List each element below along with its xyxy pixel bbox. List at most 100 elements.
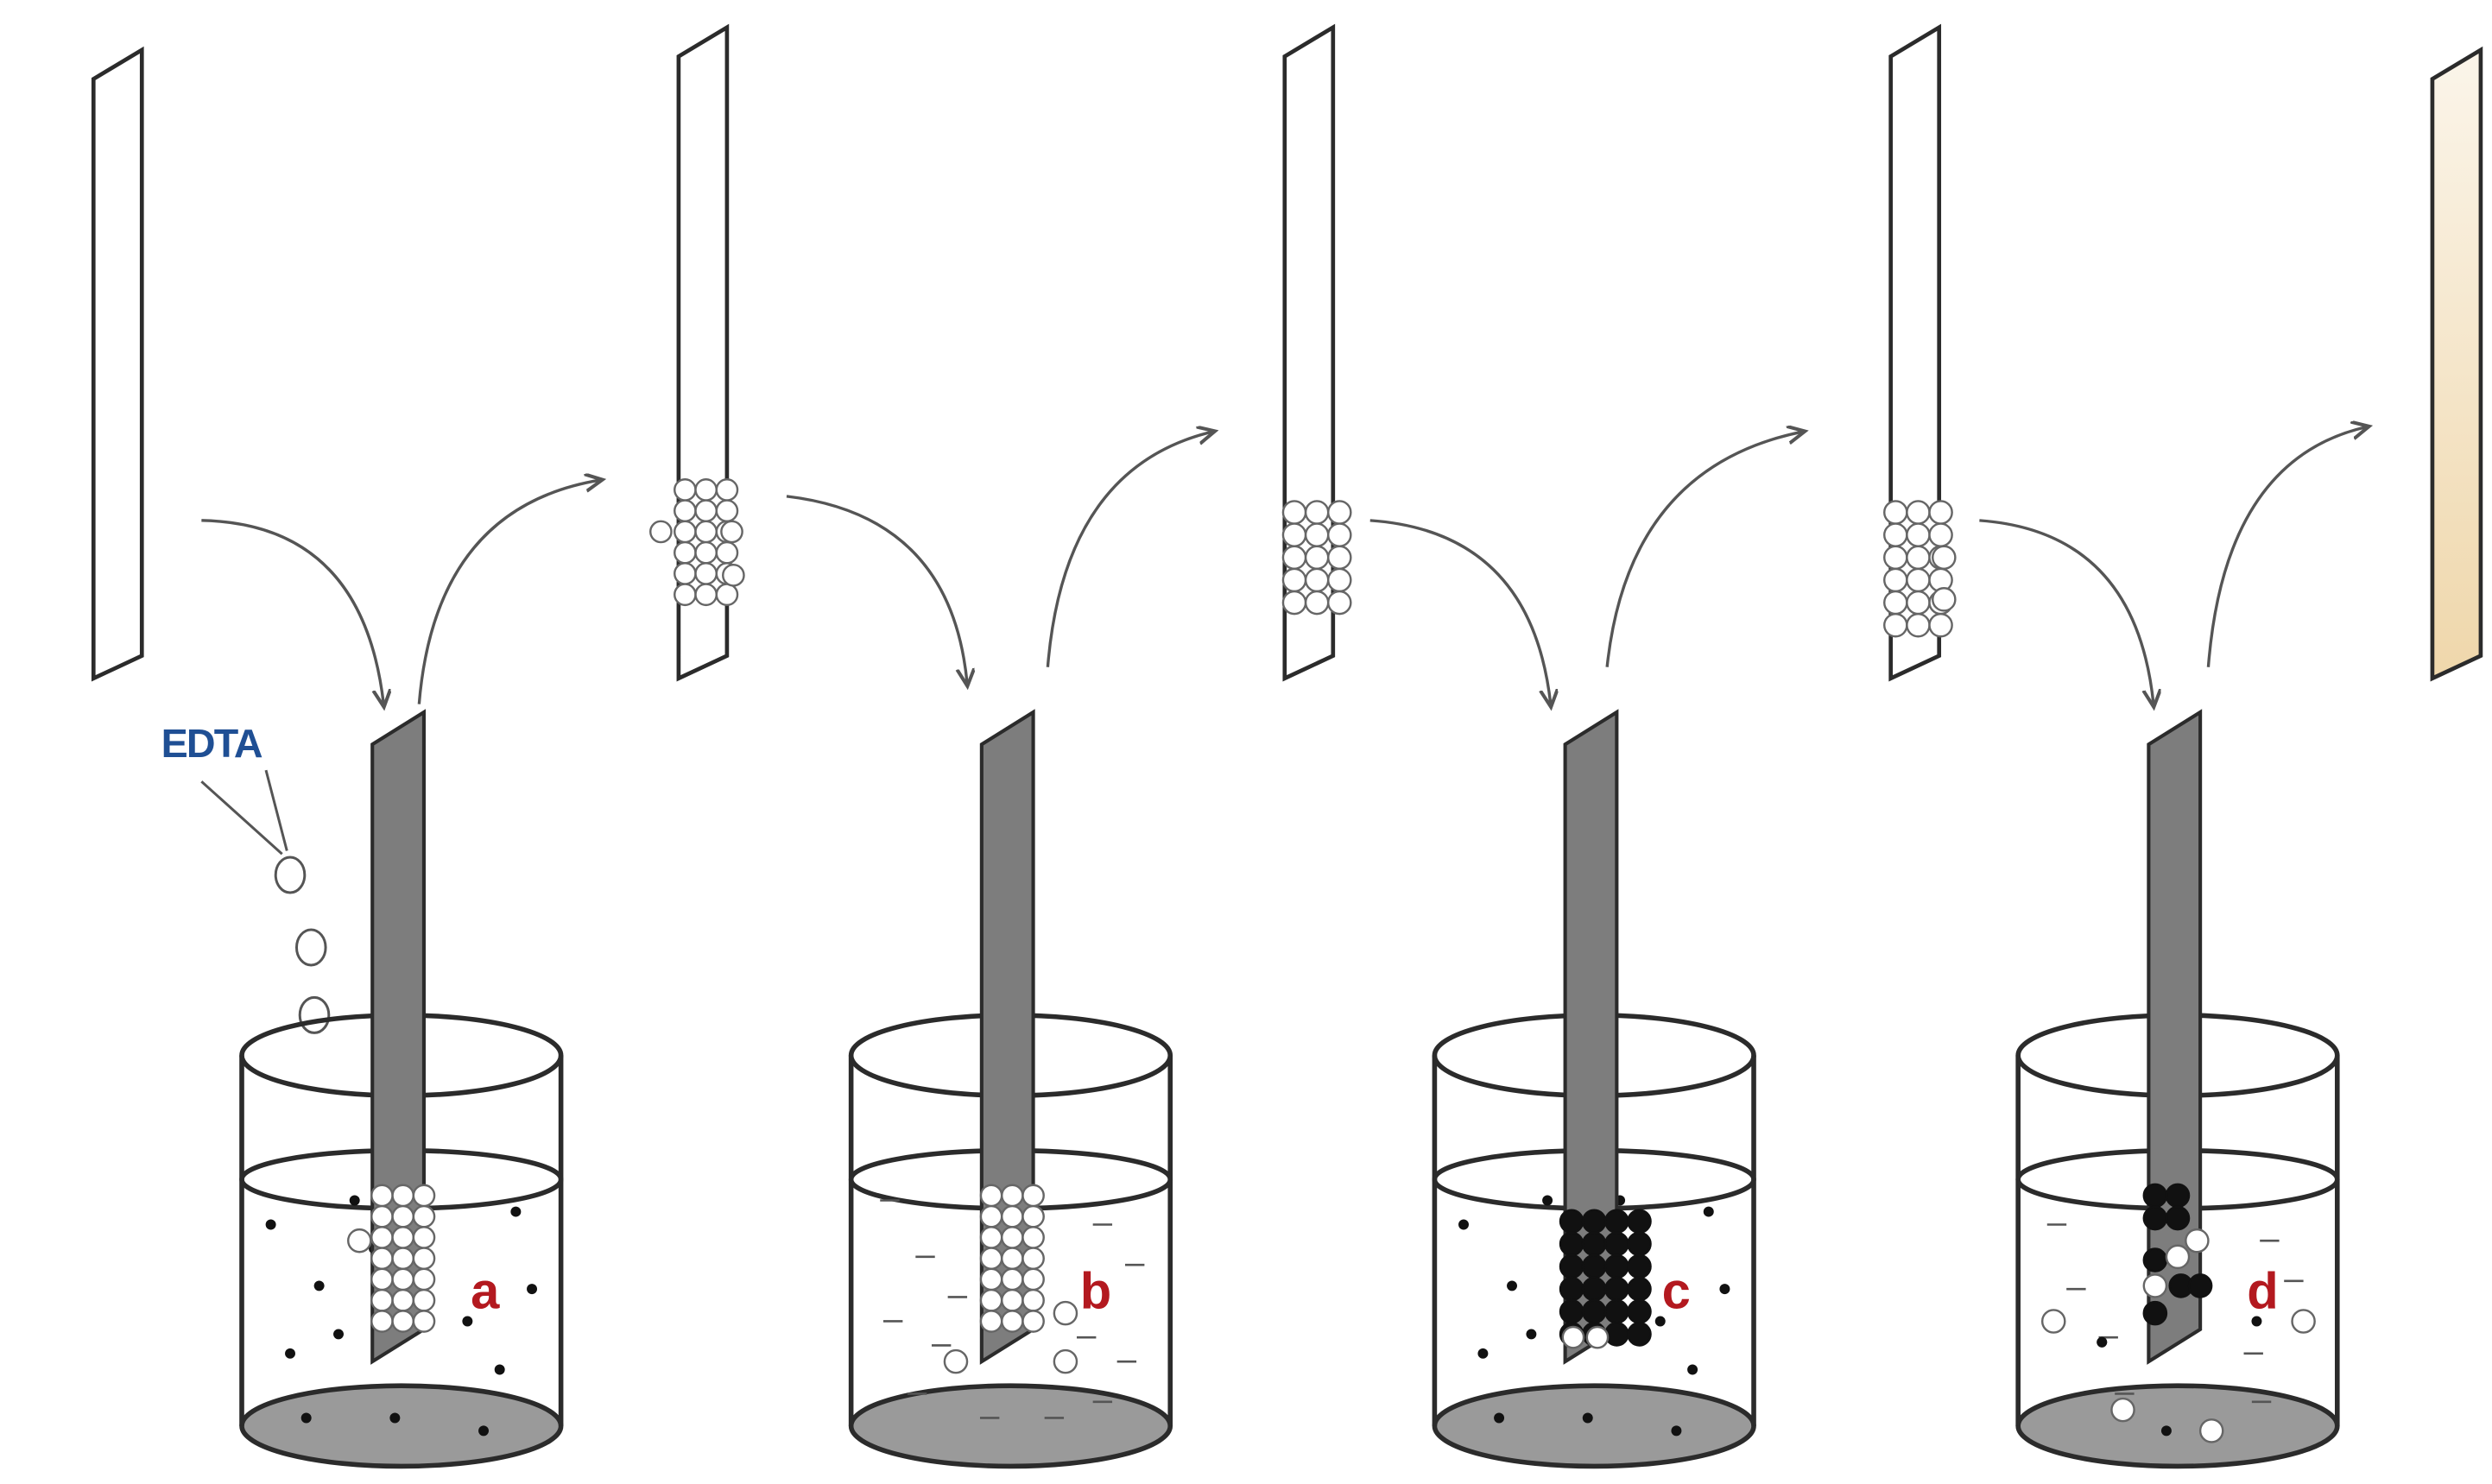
filled-particle-icon bbox=[1581, 1231, 1607, 1257]
ion-dot-icon bbox=[300, 1412, 312, 1424]
adsorbed-particle-icon bbox=[2040, 1309, 2066, 1334]
filled-particle-icon bbox=[1604, 1299, 1629, 1324]
ion-dot-icon bbox=[2251, 1316, 2262, 1327]
adsorbed-particle-icon bbox=[674, 562, 697, 585]
edta-reagent: EDTA bbox=[161, 721, 331, 1034]
adsorbed-particle-icon bbox=[1883, 545, 1908, 571]
adsorbed-particle-icon bbox=[1326, 590, 1352, 616]
adsorbed-particle-icon bbox=[979, 1310, 1003, 1333]
filled-particle-icon bbox=[2142, 1183, 2168, 1209]
adsorbed-particle-icon bbox=[370, 1184, 394, 1208]
beaker-bottom bbox=[239, 1383, 564, 1469]
adsorbed-particle-icon bbox=[979, 1247, 1003, 1271]
beaker-bottom bbox=[848, 1383, 1173, 1469]
adsorbed-particle-icon bbox=[1928, 522, 1953, 547]
filled-particle-icon bbox=[1627, 1322, 1652, 1347]
filled-particle-icon bbox=[1604, 1276, 1629, 1302]
adsorbed-particle-icon bbox=[1053, 1300, 1078, 1326]
edta-pointer bbox=[200, 769, 288, 856]
beaker-c bbox=[1432, 709, 1756, 1469]
adsorbed-particle-icon bbox=[347, 1228, 372, 1254]
adsorbed-particle-icon bbox=[694, 562, 718, 585]
filled-particle-icon bbox=[1627, 1209, 1652, 1235]
adsorbed-particle-icon bbox=[715, 478, 739, 502]
adsorbed-particle-icon bbox=[1326, 522, 1352, 547]
adsorbed-particle-icon bbox=[1021, 1184, 1045, 1208]
ion-dot-icon bbox=[1687, 1364, 1698, 1375]
adsorbed-particle-icon bbox=[2291, 1309, 2316, 1334]
filled-particle-icon bbox=[1581, 1254, 1607, 1279]
adsorbed-particle-icon bbox=[979, 1267, 1003, 1291]
adsorbed-particle-icon bbox=[2198, 1418, 2224, 1443]
filled-particle-icon bbox=[1559, 1276, 1584, 1302]
step-label-d: d bbox=[2247, 1262, 2278, 1320]
filled-particle-icon bbox=[1581, 1209, 1607, 1235]
adsorbed-particle-icon bbox=[979, 1288, 1003, 1312]
filled-particle-icon bbox=[1627, 1254, 1652, 1279]
filled-particle-icon bbox=[1627, 1276, 1652, 1302]
filled-particle-icon bbox=[1604, 1322, 1629, 1347]
adsorbed-particle-icon bbox=[1000, 1310, 1024, 1333]
arrow-out-d bbox=[2206, 427, 2366, 667]
adsorbed-particle-icon bbox=[694, 540, 718, 565]
adsorbed-particle-icon bbox=[1000, 1226, 1024, 1249]
adsorbed-particle-icon bbox=[694, 478, 718, 502]
adsorbed-particle-icon bbox=[1281, 500, 1307, 525]
filled-particle-icon bbox=[1604, 1209, 1629, 1235]
adsorbed-particle-icon bbox=[1304, 590, 1330, 616]
step-label-c: c bbox=[1662, 1262, 1691, 1320]
adsorbed-particle-icon bbox=[1326, 567, 1352, 593]
adsorbed-particle-icon bbox=[1304, 500, 1330, 525]
filled-particle-icon bbox=[1604, 1231, 1629, 1257]
ion-dot-icon bbox=[313, 1280, 325, 1291]
beaker-bottom bbox=[1432, 1383, 1756, 1469]
adsorbed-particle-icon bbox=[979, 1204, 1003, 1228]
adsorbed-particle-icon bbox=[412, 1226, 436, 1249]
filled-particle-icon bbox=[1627, 1299, 1652, 1324]
adsorbed-particle-icon bbox=[1906, 500, 1931, 525]
ion-dot-icon bbox=[1526, 1329, 1537, 1340]
adsorbed-particle-icon bbox=[1883, 612, 1908, 638]
ion-dot-icon bbox=[1671, 1425, 1682, 1437]
adsorbed-particle-icon bbox=[1281, 522, 1307, 547]
ion-dot-icon bbox=[510, 1206, 522, 1217]
adsorbed-particle-icon bbox=[412, 1184, 436, 1208]
adsorbed-particle-icon bbox=[1561, 1325, 1585, 1349]
adsorbed-particle-icon bbox=[694, 499, 718, 523]
adsorbed-particle-icon bbox=[370, 1226, 394, 1249]
adsorbed-particle-icon bbox=[1000, 1204, 1024, 1228]
adsorbed-particle-icon bbox=[722, 563, 745, 587]
filled-particle-icon bbox=[2165, 1205, 2191, 1231]
adsorbed-particle-icon bbox=[370, 1310, 394, 1333]
ion-dot-icon bbox=[285, 1348, 295, 1359]
adsorbed-particle-icon bbox=[943, 1348, 969, 1374]
beaker-a bbox=[239, 709, 564, 1469]
adsorbed-particle-icon bbox=[391, 1288, 415, 1312]
adsorbed-particle-icon bbox=[370, 1288, 394, 1312]
ion-dot-icon bbox=[2160, 1425, 2172, 1437]
adsorbed-particle-icon bbox=[1883, 500, 1908, 525]
ion-dot-icon bbox=[1458, 1219, 1469, 1230]
step-label-b: b bbox=[1080, 1262, 1111, 1320]
adsorbed-particle-icon bbox=[1021, 1288, 1045, 1312]
filled-particle-icon bbox=[1559, 1231, 1584, 1257]
adsorbed-particle-icon bbox=[1906, 522, 1931, 547]
adsorbed-particle-icon bbox=[370, 1247, 394, 1271]
adsorbed-particle-icon bbox=[1000, 1288, 1024, 1312]
adsorbed-particle-icon bbox=[1906, 567, 1931, 593]
arrow-out-c bbox=[1605, 432, 1802, 667]
adsorbed-particle-icon bbox=[1021, 1267, 1045, 1291]
arrow-out-b bbox=[1046, 432, 1211, 667]
arrow-into-d bbox=[1979, 519, 2154, 704]
ion-dot-icon bbox=[389, 1412, 401, 1424]
adsorbed-particle-icon bbox=[694, 520, 718, 544]
beakers bbox=[239, 709, 2340, 1469]
adsorbed-particle-icon bbox=[1883, 522, 1908, 547]
adsorbed-particle-icon bbox=[694, 583, 718, 607]
adsorbed-particle-icon bbox=[1928, 500, 1953, 525]
adsorbed-particle-icon bbox=[2185, 1228, 2210, 1254]
ion-dot-icon bbox=[1477, 1348, 1489, 1359]
adsorbed-particle-icon bbox=[2110, 1397, 2135, 1423]
ion-dot-icon bbox=[1582, 1412, 1593, 1424]
adsorbed-particle-icon bbox=[412, 1247, 436, 1271]
